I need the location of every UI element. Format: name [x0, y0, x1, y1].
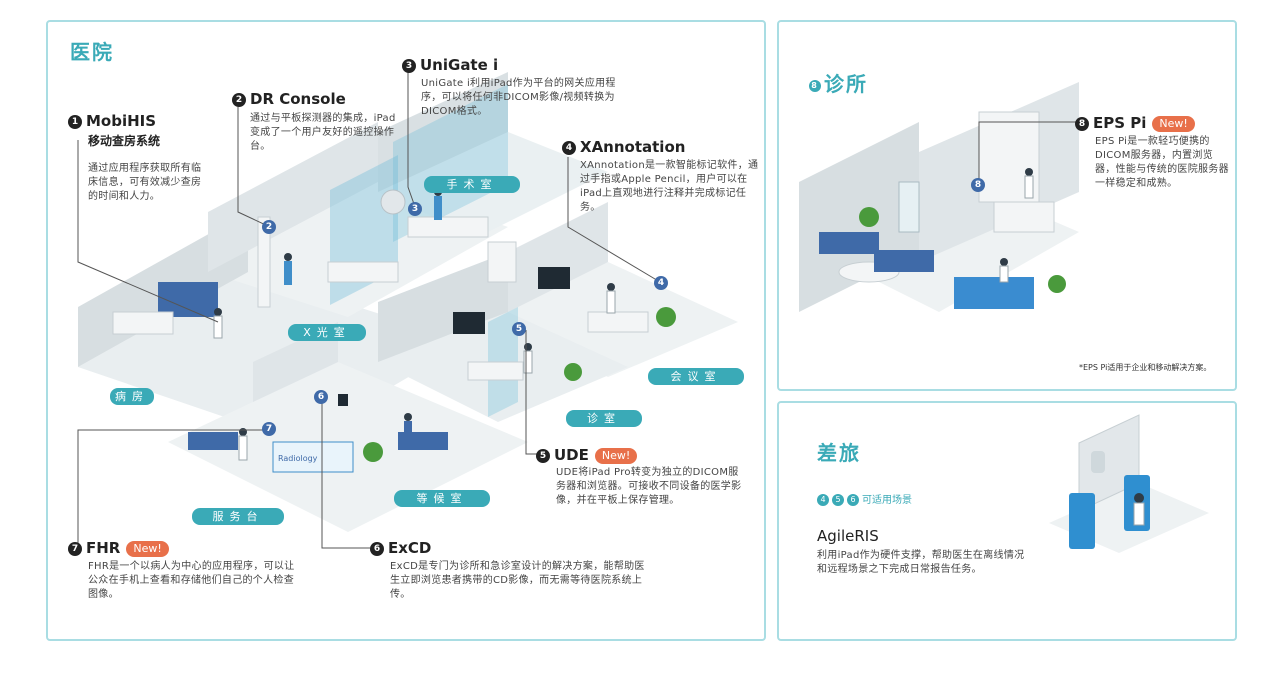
marker-4: 4 [654, 276, 668, 290]
marker-8: 8 [971, 178, 985, 192]
item-5-desc: UDE将iPad Pro转变为独立的DICOM服务器和浏览器。可接收不同设备的医… [556, 467, 742, 506]
clinic-door [898, 181, 920, 233]
clinic-sofa-2 [874, 250, 934, 272]
surgery-table [407, 216, 489, 238]
plane-window [1091, 451, 1105, 473]
service-desk [272, 441, 354, 473]
room-label-xray: X光室 [288, 324, 366, 341]
clinic-desk [467, 361, 524, 381]
wall-surgery [378, 72, 508, 192]
callout-line-8 [978, 121, 1079, 180]
plant [1048, 275, 1066, 293]
wall-xray [208, 122, 378, 272]
plant [363, 442, 383, 462]
plane-seat [1069, 493, 1095, 549]
surgery-cabinet [487, 241, 517, 283]
room-label-service: 服务台 [192, 508, 284, 525]
ward-bed [112, 311, 174, 335]
plant [564, 363, 582, 381]
new-badge: New! [594, 447, 638, 464]
desk-sign: Radiology [278, 454, 318, 463]
clinic-illustration [799, 82, 1079, 312]
hospital-illustration [77, 72, 738, 549]
ward-cabinet [158, 282, 218, 317]
item-8-desc: EPS Pi是一款轻巧便携的DICOM服务器，内置浏览器，性能与传统的医院服务器… [1095, 136, 1229, 189]
xray-table [327, 261, 399, 283]
item-6-desc: ExCD是专门为诊所和急诊室设计的解决方案，能帮助医生立即浏览患者携带的CD影像… [390, 561, 645, 600]
meeting-screen [538, 267, 570, 289]
person [239, 428, 247, 436]
xray-stand [257, 216, 271, 308]
agileris-heading: AgileRIS [817, 527, 879, 545]
callout-line-5 [525, 330, 538, 455]
hospital-panel: 医院 [46, 20, 766, 641]
plant [656, 307, 676, 327]
room-label-ward: 病房 [110, 388, 154, 405]
room-label-meeting: 会议室 [648, 368, 744, 385]
wall-waiting [253, 322, 338, 402]
clinic-screen [453, 312, 485, 334]
person [284, 253, 292, 261]
callout-line-3 [407, 72, 415, 205]
callout-line-4 [567, 157, 661, 283]
wall-meeting [508, 202, 608, 312]
new-badge: New! [126, 540, 169, 557]
glass-surgery [393, 84, 508, 242]
person [214, 308, 222, 316]
clinic-desk [993, 201, 1055, 233]
item-1-subtitle: 移动查房系统 [88, 134, 161, 148]
person [524, 343, 532, 351]
room-label-waiting: 等候室 [394, 490, 490, 507]
agileris-desc: 利用iPad作为硬件支撑，帮助医生在离线情况和远程场景之下完成日常报告任务。 [817, 550, 1025, 575]
meeting-table [587, 311, 649, 333]
reception-desk [954, 277, 1034, 309]
marker-5: 5 [512, 322, 526, 336]
callout-line-1 [77, 140, 219, 323]
travel-illustration [1049, 414, 1209, 553]
service-sofa [188, 432, 238, 450]
marker-6: 6 [314, 390, 328, 404]
item-4-desc: XAnnotation是一款智能标记软件，通过手指或Apple Pencil，用… [580, 160, 759, 213]
callout-line-6 [321, 400, 370, 549]
plant [859, 207, 879, 227]
item-3-desc: UniGate i利用iPad作为平台的网关应用程序，可以将任何非DICOM影像… [421, 78, 616, 117]
wall-clinic [378, 252, 508, 362]
clinic-sofa [819, 232, 879, 254]
hospital-title: 医院 [70, 40, 114, 64]
item-7-desc: FHR是一个以病人为中心的应用程序，可以让公众在手机上查看和存储他们自己的个人检… [88, 561, 295, 600]
room-label-surgery: 手术室 [424, 176, 520, 193]
new-badge: New! [1152, 115, 1195, 132]
clinic-note: *EPS Pi适用于企业和移动解决方案。 [1079, 363, 1212, 372]
item-1-desc: 通过应用程序获取所有临床信息，可有效减少查房的时间和人力。 [88, 163, 202, 202]
item-2-desc: 通过与平板探测器的集成，iPad变成了一个用户友好的遥控操作台。 [250, 113, 396, 152]
travel-title: 差旅 [817, 441, 861, 465]
callout-line-7 [77, 429, 264, 547]
marker-2: 2 [262, 220, 276, 234]
excd-kiosk [338, 394, 348, 406]
surgery-lamp [380, 189, 406, 215]
marker-3: 3 [408, 202, 422, 216]
person [607, 283, 615, 291]
marker-7: 7 [262, 422, 276, 436]
person [404, 413, 412, 421]
callout-line-2 [237, 107, 271, 228]
room-label-clinic: 诊室 [566, 410, 642, 427]
